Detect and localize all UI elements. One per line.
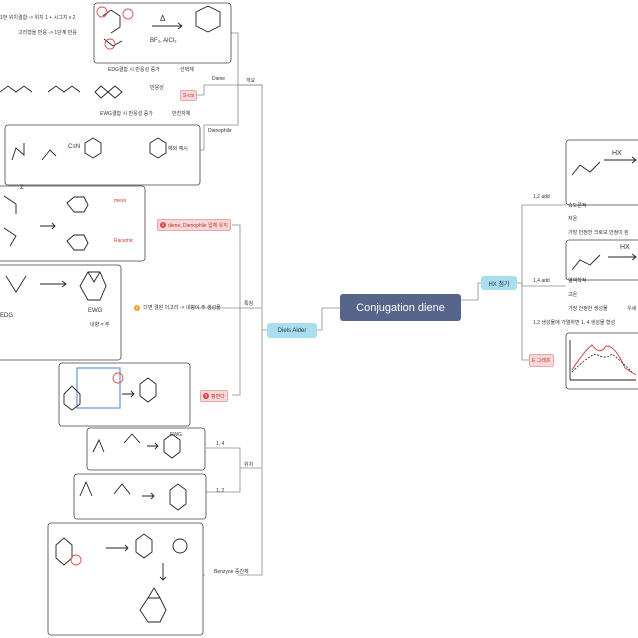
branch-hx-addition[interactable]: HX 첨가: [481, 276, 517, 290]
label-edg-selectivity: 선택체: [180, 67, 194, 73]
label-low-temp: 저온: [568, 216, 578, 222]
endo-note: 내향 = 주: [90, 322, 110, 328]
branch-diels-alder[interactable]: Diels Alder: [267, 323, 317, 338]
label-12-add: 1,2 add: [533, 194, 550, 200]
ewg-label: EWG: [88, 308, 103, 314]
hx-reagent-1: HX: [612, 150, 622, 157]
ewg-product-label: EWG: [170, 432, 182, 438]
label-ewg-example: 반친자체: [172, 111, 191, 117]
meso-label: meso: [114, 198, 127, 204]
red-annotations: [70, 6, 134, 566]
feature-number-3: 3: [203, 393, 209, 399]
label-regio: 위치: [244, 462, 254, 468]
catalyst-label: BF₃, AlCl₃: [150, 38, 177, 44]
label-heating-note: 1,2 생성물에 가열하면 1, 4 생성물 형성: [533, 320, 616, 326]
structure-sketches: [0, 5, 637, 623]
label-diene: Diene: [212, 76, 226, 82]
nitrile-label: C≡N: [68, 144, 81, 150]
label-example: 예외 예시: [168, 146, 188, 152]
feature-endo-text: 다면 결된 이고리 -> 내향이 주 생성물: [143, 305, 221, 311]
label-dienophile: Dienophile: [208, 128, 232, 134]
label-high-temp: 고온: [568, 292, 578, 298]
feature-number-2: 2: [134, 305, 140, 311]
feature-stereo-retention[interactable]: 1 diene, Dienophile 입체 유지: [157, 219, 231, 231]
label-kinetic: 속도론적: [568, 203, 587, 209]
edg-label: EDG: [0, 313, 14, 319]
racemic-label: Racemic: [114, 238, 134, 244]
label-condition-2: 고리형을 반응 -> 1단계 반응: [18, 30, 77, 36]
feature-endo[interactable]: 2 다면 결된 이고리 -> 내향이 주 생성물: [134, 305, 221, 312]
label-condition-1: 1번 위치결합 -> 위치 1 + 시그지 x 2: [0, 15, 76, 21]
label-general: 개요: [246, 78, 256, 84]
label-features: 특징: [244, 301, 254, 307]
feature-stereo-text: diene, Dienophile 입체 유지: [168, 222, 228, 229]
delta-symbol: Δ: [160, 14, 166, 23]
label-1-2: 1, 2: [216, 488, 225, 494]
z-label: Z: [20, 185, 24, 191]
branch-e-graph[interactable]: E 그래프: [529, 354, 554, 367]
label-stable-intermediate: 가장 안정한 크로모 안정이 된: [568, 230, 629, 236]
label-edg-reactivity: EDG결합 시 반응성 증가: [108, 67, 160, 73]
label-stable-product: 가장 안정한 생성물: [568, 306, 608, 312]
label-thermodynamic: 열역학적: [568, 278, 587, 284]
label-benzyne: Benzyne 중간체: [214, 569, 249, 575]
tag-s-cis: S-cis: [180, 90, 198, 101]
label-reactivity: 반응성: [150, 85, 164, 91]
label-ewg-reactivity: EWG결합 시 반응성 증가: [100, 111, 153, 117]
central-topic[interactable]: Conjugation diene: [340, 294, 461, 321]
label-1-4: 1, 4: [216, 441, 225, 447]
label-major: 우세: [627, 306, 637, 312]
feature-number-1: 1: [160, 222, 166, 228]
feature-planar-text: 평면다: [211, 393, 225, 400]
label-14-add: 1,4 add: [533, 278, 550, 284]
feature-planar[interactable]: 3 평면다: [200, 390, 228, 402]
hx-reagent-2: HX: [620, 244, 630, 251]
